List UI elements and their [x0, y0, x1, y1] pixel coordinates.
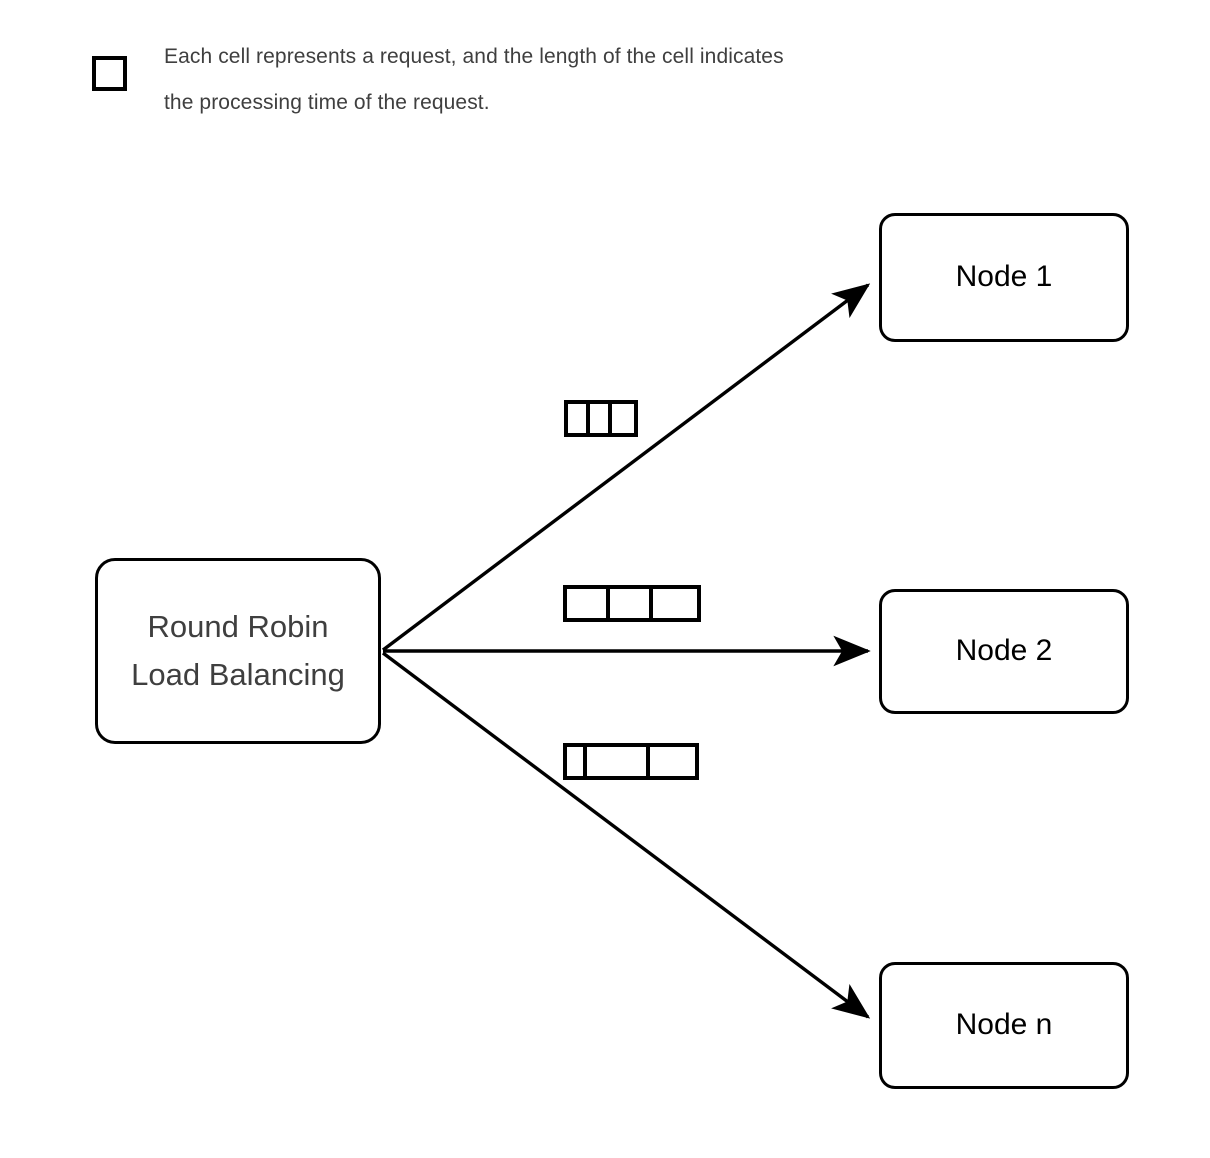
request-cell [612, 404, 634, 433]
round-robin-load-balancer-box[interactable]: Round Robin Load Balancing [95, 558, 381, 744]
request-queue-node-n [563, 743, 699, 780]
request-cell [653, 589, 697, 618]
request-cell [650, 747, 695, 776]
node-n-box[interactable]: Node n [879, 962, 1129, 1089]
request-queue-node-2 [563, 585, 701, 622]
legend: Each cell represents a request, and the … [92, 34, 992, 126]
round-robin-load-balancer-label: Round Robin Load Balancing [131, 608, 345, 692]
node-2-box[interactable]: Node 2 [879, 589, 1129, 714]
node-1-label: Node 1 [955, 260, 1053, 294]
request-cell [567, 747, 587, 776]
square-outline-icon [92, 56, 127, 91]
request-cell [568, 404, 590, 433]
arrow-to-node-n [381, 651, 871, 1019]
node-1-box[interactable]: Node 1 [879, 213, 1129, 342]
request-cell [610, 589, 653, 618]
request-queue-node-1 [564, 400, 638, 437]
request-cell [590, 404, 612, 433]
request-cell [567, 589, 610, 618]
node-2-label: Node 2 [955, 634, 1053, 668]
request-cell [587, 747, 650, 776]
node-n-label: Node n [955, 1008, 1053, 1042]
legend-caption: Each cell represents a request, and the … [164, 45, 784, 114]
